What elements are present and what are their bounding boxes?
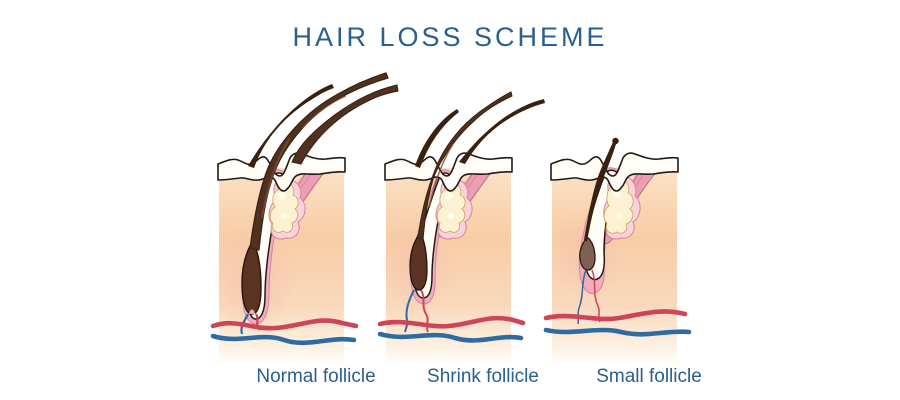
hair-bulb (579, 237, 596, 271)
artery-vessel (543, 309, 688, 322)
page-title: HAIR LOSS SCHEME (292, 22, 608, 52)
sebaceous-gland (268, 178, 306, 240)
normal-follicle-panel (210, 68, 414, 368)
hair-shaft (415, 91, 545, 241)
hair-shaft (584, 137, 619, 242)
blood-vessels (543, 269, 692, 337)
small-follicle-panel (543, 68, 747, 368)
shrink-follicle-illustration (377, 91, 545, 366)
blood-vessels (377, 289, 526, 343)
small-follicle-label: Small follicle (596, 366, 702, 387)
vein-capillary (404, 289, 415, 333)
sebaceous-gland (435, 178, 473, 240)
vein-vessel (377, 331, 524, 343)
vein-vessel (543, 327, 692, 337)
vein-capillary (577, 269, 587, 325)
artery-vessel (377, 315, 526, 329)
shrink-follicle-label: Shrink follicle (427, 366, 539, 387)
shrink-follicle-panel (377, 68, 581, 368)
hair-club-tip (612, 137, 619, 145)
blood-vessels (210, 313, 359, 346)
artery-vessel (210, 318, 359, 331)
vein-vessel (210, 333, 357, 346)
hair-shaft (248, 72, 399, 251)
normal-follicle-illustration (210, 72, 399, 366)
normal-follicle-label: Normal follicle (256, 366, 376, 387)
sebaceous-gland (603, 174, 641, 240)
small-follicle-illustration (543, 137, 692, 366)
